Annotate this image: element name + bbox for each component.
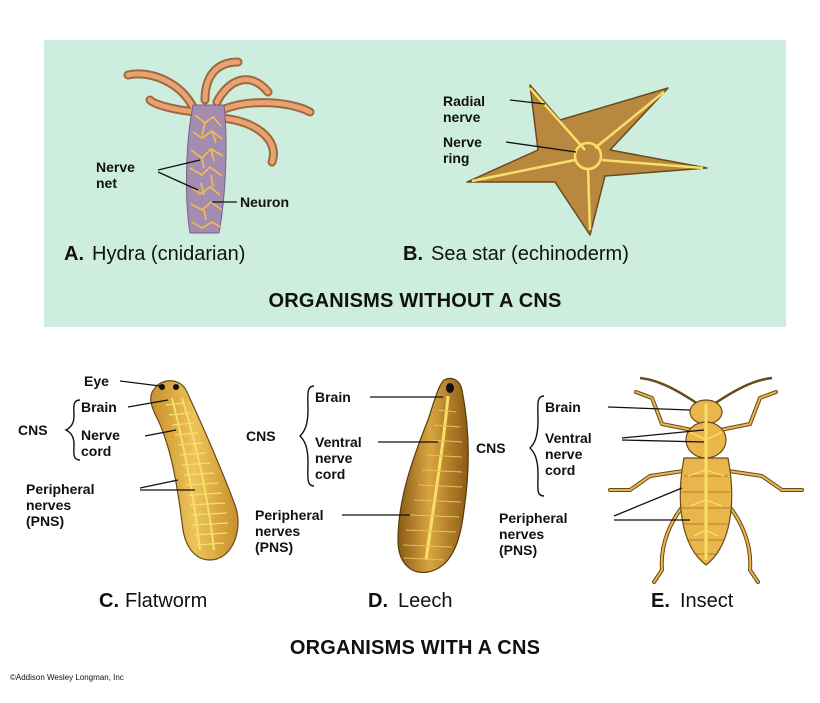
flatworm-brain-leader xyxy=(127,399,169,408)
hydra-illustration xyxy=(123,57,315,234)
hydra-nerve-net-leader xyxy=(157,159,201,191)
seastar-caption-letter: B. xyxy=(403,243,423,265)
flatworm-label-cns: CNS xyxy=(18,422,48,438)
insect-label-pns: Peripheral xyxy=(499,510,567,526)
leech-cns-brace xyxy=(299,385,315,487)
seastar-label-radial-line2: nerve xyxy=(443,109,481,125)
flatworm-label-pns: Peripheral xyxy=(26,481,94,497)
insect-cord-leader xyxy=(621,429,705,443)
insect-label-cord: Ventral xyxy=(545,430,592,446)
flatworm-cns-brace xyxy=(64,399,81,461)
flatworm-label-pns-line3: (PNS) xyxy=(26,513,64,529)
bottom-panel-heading: ORGANISMS WITH A CNS xyxy=(290,637,540,659)
leech-label-pns-line3: (PNS) xyxy=(255,539,293,555)
flatworm-label-cord: Nerve xyxy=(81,427,120,443)
flatworm-label-brain: Brain xyxy=(81,399,117,415)
insect-brain-leader xyxy=(607,406,691,411)
insect-label-pns-line3: (PNS) xyxy=(499,542,537,558)
seastar-radial-leader xyxy=(509,99,546,105)
leech-caption: Leech xyxy=(398,590,453,612)
insect-caption-letter: E. xyxy=(651,590,670,612)
insect-label-cord-line2: nerve xyxy=(545,446,583,462)
seastar-caption: Sea star (echinoderm) xyxy=(431,243,629,265)
insect-label-cord-line3: cord xyxy=(545,462,575,478)
leech-label-cns: CNS xyxy=(246,428,276,444)
flatworm-eye-leader xyxy=(119,380,161,387)
leech-label-cord: Ventral xyxy=(315,434,362,450)
copyright-credit: ©Addison Wesley Longman, Inc xyxy=(10,673,124,682)
insect-label-pns-line2: nerves xyxy=(499,526,544,542)
flatworm-caption: Flatworm xyxy=(125,590,207,612)
insect-caption: Insect xyxy=(680,590,734,612)
flatworm-illustration xyxy=(150,380,239,561)
leech-label-cord-line3: cord xyxy=(315,466,345,482)
hydra-caption: Hydra (cnidarian) xyxy=(92,243,245,265)
insect-pns-leader xyxy=(613,487,690,521)
leech-label-cord-line2: nerve xyxy=(315,450,353,466)
leech-label-pns-line2: nerves xyxy=(255,523,300,539)
leech-caption-letter: D. xyxy=(368,590,388,612)
flatworm-pns-leader xyxy=(139,479,195,491)
hydra-label-neuron: Neuron xyxy=(240,194,289,210)
leech-label-brain: Brain xyxy=(315,389,351,405)
flatworm-label-eye: Eye xyxy=(84,373,109,389)
seastar-label-ring: Nerve xyxy=(443,134,482,150)
flatworm-label-cord-line2: cord xyxy=(81,443,111,459)
flatworm-caption-letter: C. xyxy=(99,590,119,612)
flatworm-label-pns-line2: nerves xyxy=(26,497,71,513)
seastar-illustration xyxy=(466,84,708,236)
leech-label-pns: Peripheral xyxy=(255,507,323,523)
flatworm-cord-leader xyxy=(144,429,177,437)
insect-label-cns: CNS xyxy=(476,440,506,456)
seastar-label-ring-line2: ring xyxy=(443,150,469,166)
hydra-label-nerve-net: Nerve xyxy=(96,159,135,175)
hydra-caption-letter: A. xyxy=(64,243,84,265)
leech-illustration xyxy=(397,377,469,573)
top-panel-background xyxy=(44,40,786,327)
top-panel-heading: ORGANISMS WITHOUT A CNS xyxy=(268,290,561,312)
hydra-label-nerve-net-line2: net xyxy=(96,175,117,191)
insect-label-brain: Brain xyxy=(545,399,581,415)
insect-cns-brace xyxy=(529,395,545,497)
seastar-label-radial: Radial xyxy=(443,93,485,109)
seastar-ring-leader xyxy=(505,141,577,153)
